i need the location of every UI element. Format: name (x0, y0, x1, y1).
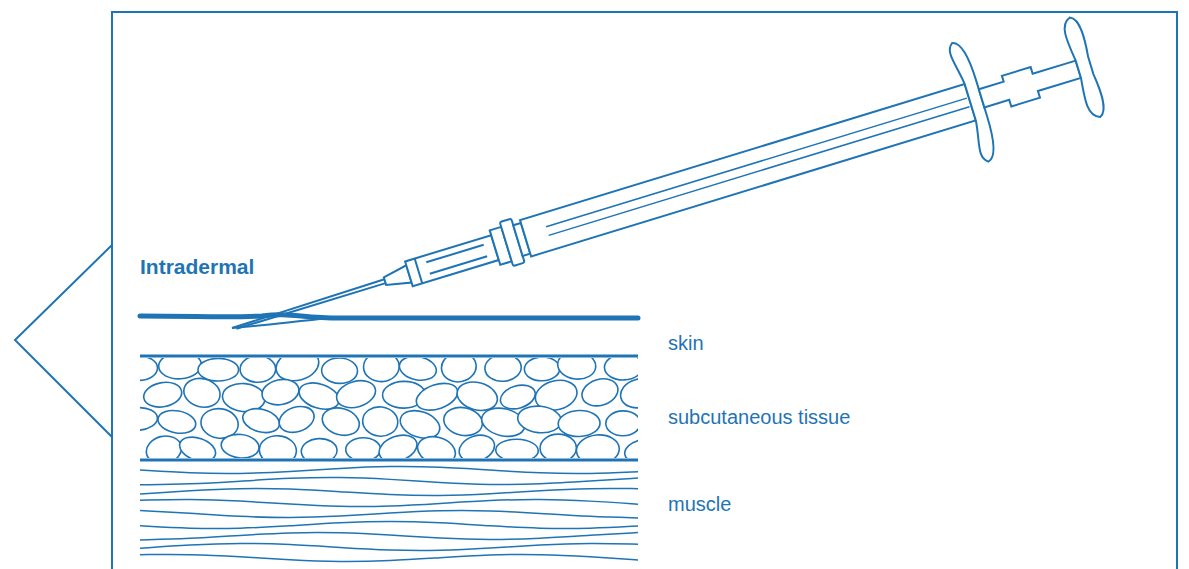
hub-detail (415, 238, 490, 283)
fat-cell (558, 410, 601, 438)
needle (231, 279, 385, 330)
muscle-fibre (140, 532, 638, 540)
fat-cell (260, 376, 301, 408)
fat-cells (140, 358, 638, 458)
fat-cell (301, 438, 338, 458)
fat-cell (623, 436, 638, 458)
fat-cell (321, 358, 358, 384)
fat-cell (441, 404, 485, 439)
fat-cell (361, 405, 399, 438)
fat-cell (540, 434, 576, 458)
technique-title: Intradermal (140, 254, 254, 279)
fat-cell (363, 358, 400, 382)
fat-cell (240, 358, 276, 382)
fat-cell (346, 438, 381, 458)
fat-cell (397, 358, 438, 383)
fat-cell (258, 435, 297, 458)
fat-cell (456, 431, 498, 458)
plunger-rod (977, 54, 1083, 114)
fat-cell (181, 375, 224, 411)
fat-cell (319, 404, 363, 440)
fat-cell (575, 433, 620, 458)
layer-boundary (140, 355, 638, 358)
barrel (520, 84, 976, 256)
fat-cell (484, 358, 522, 382)
fat-cell (240, 405, 282, 437)
needle-hub (405, 235, 499, 286)
muscle-fibre (140, 554, 638, 561)
fat-cell (156, 408, 197, 437)
skin-line (140, 315, 638, 318)
muscle-fibre (140, 467, 638, 474)
fat-cell (617, 375, 638, 412)
muscle-fibres (140, 467, 638, 562)
fat-cell (140, 358, 158, 381)
fat-cell (198, 358, 239, 381)
fat-cell (556, 358, 597, 381)
syringe (214, 6, 1111, 388)
muscle-fibre (140, 544, 638, 551)
layer-boundary (140, 459, 638, 462)
fat-cell (333, 376, 378, 412)
fat-cell (604, 358, 638, 381)
frame (112, 12, 1177, 569)
muscle-fibre (140, 522, 638, 529)
fat-cell (606, 410, 638, 436)
fat-cell (220, 432, 260, 458)
plunger-inner (546, 98, 969, 235)
fat-cell (176, 433, 218, 458)
layer-label: subcutaneous tissue (668, 405, 850, 429)
fat-cell (376, 430, 421, 458)
muscle-fibre (140, 510, 638, 518)
fat-cell (516, 404, 562, 435)
muscle-fibre (140, 500, 638, 507)
muscle-fibre (140, 478, 638, 485)
plunger-thumb (1061, 15, 1108, 119)
pointer-chevron (15, 245, 112, 437)
fat-cell (158, 358, 202, 380)
fat-cell (414, 432, 458, 458)
fat-cell (524, 358, 560, 381)
fat-cell (579, 374, 622, 410)
fat-cell (276, 402, 318, 437)
fat-cell (142, 379, 184, 410)
layer-label: muscle (668, 492, 731, 516)
fat-cell (439, 358, 479, 385)
fat-cell (140, 406, 158, 431)
fat-cell (143, 433, 184, 458)
fat-cell (495, 439, 538, 458)
muscle-fibre (140, 488, 638, 495)
layer-label: skin (668, 331, 704, 355)
